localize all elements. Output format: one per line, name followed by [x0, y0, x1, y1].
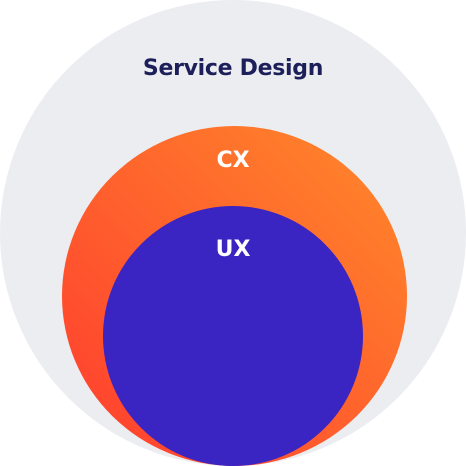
- service-design-label: Service Design: [142, 56, 324, 81]
- cx-label: CX: [216, 148, 250, 173]
- ux-circle: [103, 206, 363, 466]
- ux-label: UX: [215, 237, 251, 262]
